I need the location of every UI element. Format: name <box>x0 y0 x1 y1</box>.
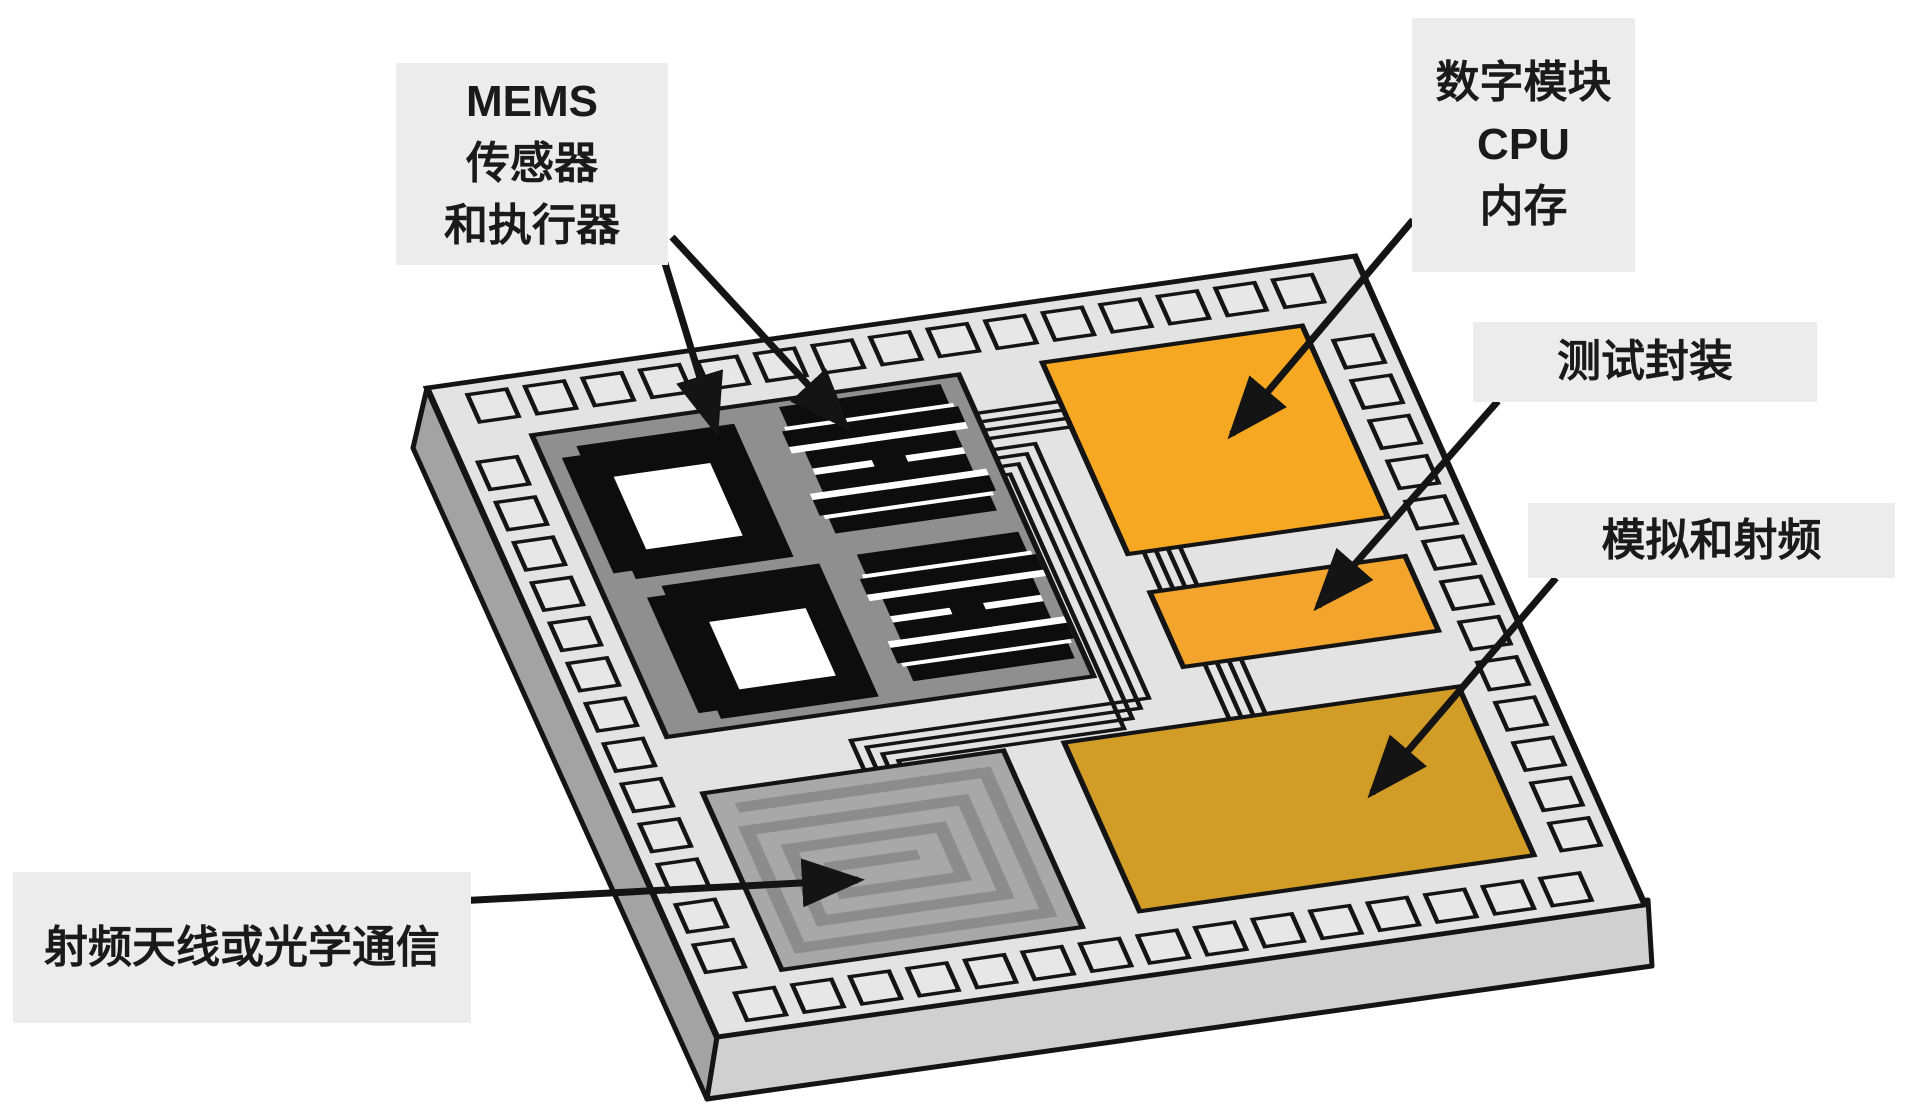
chip-top-face <box>422 253 1650 1040</box>
trace-line <box>986 424 1074 441</box>
bond-pad <box>474 454 533 492</box>
bond-pad <box>789 977 847 1015</box>
mems-sensor-region <box>646 563 879 719</box>
interconnect-traces <box>847 399 1269 771</box>
bond-pad <box>1039 305 1098 343</box>
bond-pad <box>1269 272 1328 310</box>
bond-pad <box>1348 373 1406 410</box>
label-line: 内存 <box>1479 182 1568 231</box>
annotation-arrow <box>1227 217 1416 440</box>
bond-pad <box>1492 695 1550 732</box>
bond-pad <box>618 776 676 814</box>
trace-line <box>975 399 1063 416</box>
annotation-arrows <box>456 217 1559 908</box>
trace-line <box>983 416 1070 432</box>
test-label: 测试封装 <box>1473 322 1817 402</box>
trace-line <box>979 408 1067 424</box>
bond-pad <box>1474 654 1532 692</box>
label-line: MEMS <box>466 77 598 126</box>
bond-pad <box>731 985 790 1023</box>
bond-pad <box>1077 936 1135 974</box>
bond-pad <box>582 696 641 733</box>
bond-pad <box>637 362 695 400</box>
trace-line <box>1178 547 1201 588</box>
bond-pad <box>1422 887 1480 925</box>
annotation-arrow <box>1367 575 1559 799</box>
bond-pad <box>1479 879 1538 916</box>
mems-sensor-region <box>561 423 794 580</box>
bond-pad <box>636 816 694 854</box>
bond-pad <box>1192 920 1250 957</box>
bond-pad <box>1420 534 1478 571</box>
label-line: CPU <box>1477 120 1570 169</box>
bond-pad <box>600 736 658 774</box>
bond-pad <box>672 897 730 935</box>
bond-pad <box>961 952 1020 990</box>
bond-pad <box>521 378 580 416</box>
digital-module-region <box>1038 323 1392 557</box>
bond-pad <box>846 969 905 1006</box>
bond-pad <box>809 338 867 375</box>
bond-pad <box>510 535 569 572</box>
mems-structures <box>561 383 1075 719</box>
trace-line <box>847 441 1152 771</box>
label-line: 模拟和射频 <box>1601 515 1822 565</box>
bond-pad <box>579 370 637 408</box>
rf-antenna-label: 射频天线或光学通信 <box>13 872 471 1023</box>
bond-pad <box>1537 870 1595 908</box>
annotation-arrow <box>1313 398 1501 612</box>
trace-line <box>1141 552 1165 593</box>
bond-pad <box>546 615 605 653</box>
trace-line <box>1154 551 1177 591</box>
digital-label: 数字模块 CPU 内存 <box>1412 18 1635 272</box>
bond-pad <box>690 937 748 975</box>
label-line: 测试封装 <box>1557 337 1733 386</box>
bond-pad <box>1307 903 1365 941</box>
trace-line <box>1239 659 1269 716</box>
annotation-arrow <box>656 245 724 437</box>
bond-pad <box>924 321 982 359</box>
bond-pad <box>1134 928 1192 965</box>
bond-pad <box>464 387 522 424</box>
bond-pad <box>1510 735 1568 773</box>
label-line: 传感器 <box>466 139 598 188</box>
bond-pad <box>1330 333 1388 370</box>
annotation-arrow <box>669 234 851 432</box>
bond-pad <box>1546 815 1604 853</box>
bond-pad <box>492 494 551 532</box>
mems-actuator-region <box>856 531 1075 682</box>
bond-pad <box>1438 574 1496 612</box>
analog-rf-label: 模拟和射频 <box>1528 503 1895 578</box>
trace-line <box>879 462 1136 768</box>
bond-pad <box>1154 288 1213 326</box>
bond-pad <box>1364 895 1422 933</box>
label-line: 和执行器 <box>444 201 620 250</box>
trace-line <box>1214 663 1245 720</box>
trace-line <box>1227 661 1257 718</box>
bond-pad <box>564 655 623 693</box>
annotation-arrow <box>456 858 865 908</box>
trace-line <box>895 472 1128 766</box>
bond-pad <box>904 960 962 998</box>
label-line: 射频天线或光学通信 <box>44 922 440 972</box>
mems-actuator-region <box>778 383 997 534</box>
trace-line <box>863 451 1144 769</box>
bond-pad <box>528 575 587 613</box>
bond-pad <box>1249 911 1307 949</box>
bond-pad <box>867 329 925 367</box>
bond-pad <box>1097 297 1155 334</box>
label-line: 数字模块 <box>1435 58 1612 107</box>
trace-line <box>1166 549 1189 589</box>
trace-line <box>1202 664 1233 721</box>
mems-label: MEMS 传感器 和执行器 <box>396 63 668 265</box>
bond-pad <box>982 313 1040 351</box>
bond-pad <box>1402 493 1460 531</box>
bond-pad <box>1212 280 1270 318</box>
bond-pad <box>1366 413 1424 451</box>
bond-pad <box>1019 944 1077 982</box>
bond-pad <box>1528 775 1586 813</box>
